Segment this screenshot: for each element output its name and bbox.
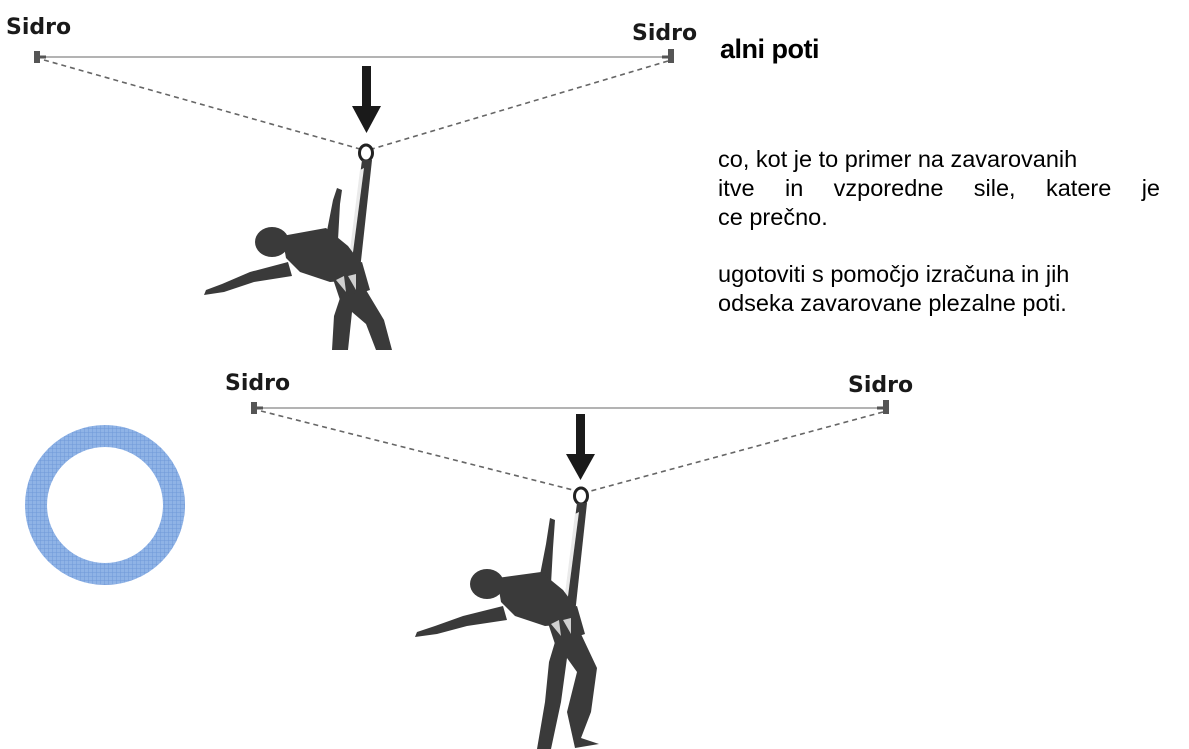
left-anchor-label: Sidro <box>225 371 290 396</box>
word: sile, <box>973 175 1016 201</box>
down-arrow-icon <box>566 414 595 480</box>
word: vzporedne <box>833 175 944 201</box>
right-force-line <box>371 60 669 150</box>
anchor-diagram-top-svg: Sidro Sidro <box>6 15 697 350</box>
word: je <box>1141 175 1160 201</box>
left-force-line <box>43 59 361 150</box>
paragraph-2-line-2: odseka zavarovane plezalne poti. <box>718 290 1067 316</box>
blue-ring-shape <box>25 425 185 585</box>
paragraph-1: co, kot je to primer na zavarovanih itve… <box>718 145 1160 232</box>
anchor-diagram-bottom-svg: Sidro Sidro <box>225 371 913 749</box>
left-anchor-label: Sidro <box>6 15 71 40</box>
left-force-line <box>260 410 574 491</box>
word: itve <box>718 175 755 201</box>
right-anchor-label: Sidro <box>848 373 913 398</box>
left-anchor-icon <box>251 402 263 414</box>
climber-figure-icon <box>415 503 599 749</box>
paragraph-2: ugotoviti s pomočjo izračuna in jih odse… <box>718 260 1160 318</box>
paragraph-1-line-2: itve in vzporedne sile, katere je <box>718 174 1160 203</box>
anchor-diagram-top: Sidro Sidro <box>0 0 718 350</box>
right-anchor-icon <box>877 400 889 414</box>
word: in <box>784 175 804 201</box>
word: katere <box>1045 175 1112 201</box>
right-force-line <box>586 411 884 493</box>
section-heading: alni poti <box>720 34 820 64</box>
anchor-diagram-bottom: Sidro Sidro <box>205 352 945 749</box>
left-anchor-icon <box>34 51 46 63</box>
carabiner-icon <box>573 486 589 506</box>
down-arrow-icon <box>352 66 381 133</box>
ring-band <box>25 425 185 585</box>
paragraph-1-line-1: co, kot je to primer na zavarovanih <box>718 146 1078 172</box>
right-anchor-icon <box>662 49 674 63</box>
right-anchor-label: Sidro <box>632 21 697 46</box>
paragraph-2-line-1: ugotoviti s pomočjo izračuna in jih <box>718 261 1070 287</box>
paragraph-1-line-3: ce prečno. <box>718 204 828 230</box>
climber-figure-icon <box>204 160 392 350</box>
carabiner-icon <box>358 143 374 163</box>
